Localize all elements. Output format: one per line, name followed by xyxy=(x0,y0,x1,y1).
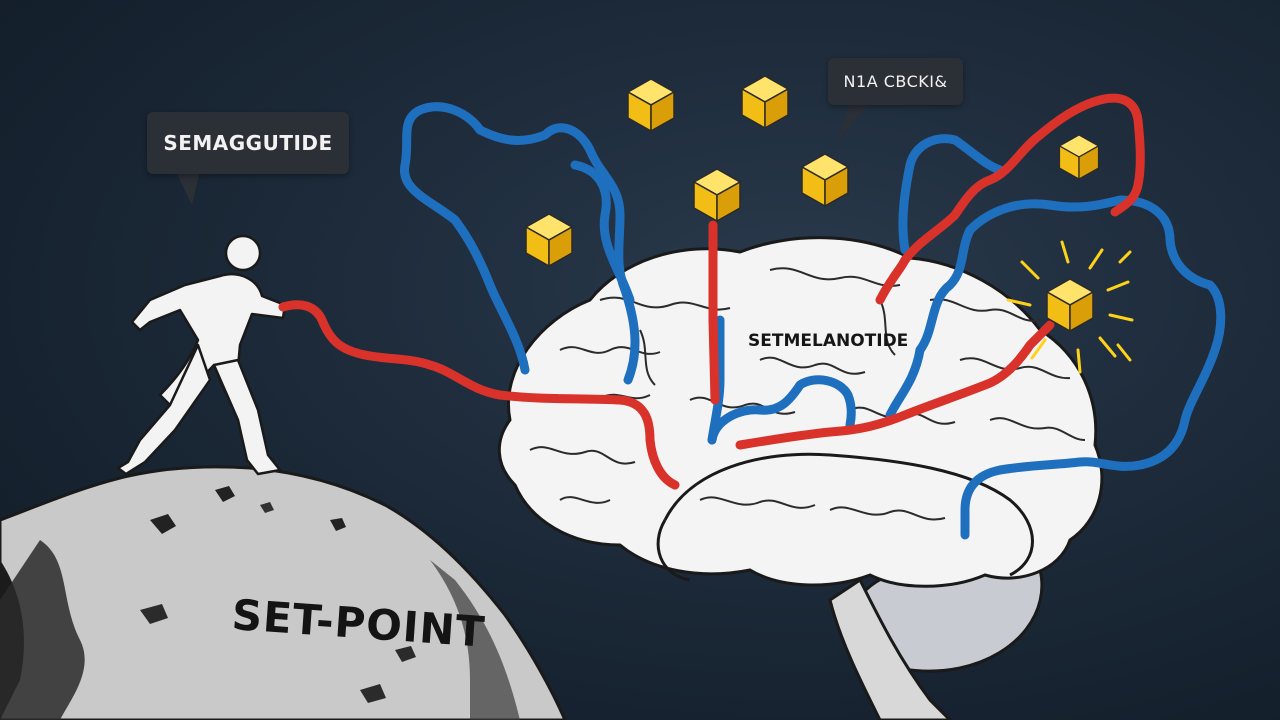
glowing-cube xyxy=(1006,240,1134,374)
bubble-tail-top xyxy=(838,100,872,140)
cube-3 xyxy=(693,168,741,222)
bubble-tail-semaglutide xyxy=(175,170,200,205)
red-pathways xyxy=(278,93,1145,490)
setmelanotide-label: SETMELANOTIDE xyxy=(748,331,909,351)
cube-4 xyxy=(801,153,849,207)
climbing-figure xyxy=(116,234,287,476)
cube-5 xyxy=(525,213,573,267)
semaglutide-bubble: SEMAGGUTIDE xyxy=(147,112,349,174)
brain xyxy=(497,236,1104,720)
top-bubble-label: N1A CBCKI& xyxy=(843,72,948,91)
cube-1 xyxy=(627,78,675,132)
top-speech-bubble: N1A CBCKI& xyxy=(828,58,963,105)
blue-pathways xyxy=(400,102,1226,540)
molecule-cubes xyxy=(525,75,1134,374)
semaglutide-label: SEMAGGUTIDE xyxy=(163,131,333,155)
cube-2 xyxy=(741,75,789,129)
set-point-rock xyxy=(0,465,567,720)
cube-6 xyxy=(1058,134,1100,180)
